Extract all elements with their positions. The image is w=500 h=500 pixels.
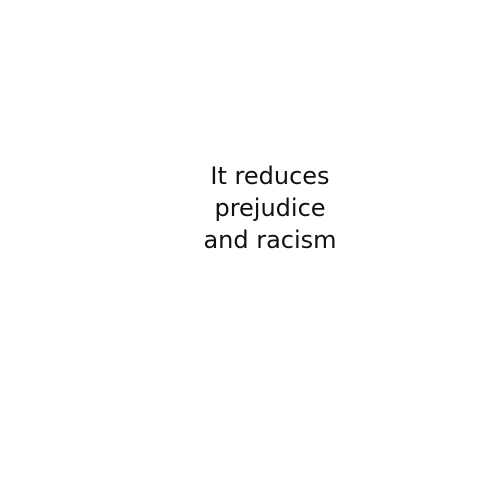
caption-line-2: prejudice [214,194,326,222]
caption-line-3: and racism [203,226,337,254]
caption-text: It reduces prejudice and racism [140,160,400,256]
caption-line-1: It reduces [210,162,330,190]
